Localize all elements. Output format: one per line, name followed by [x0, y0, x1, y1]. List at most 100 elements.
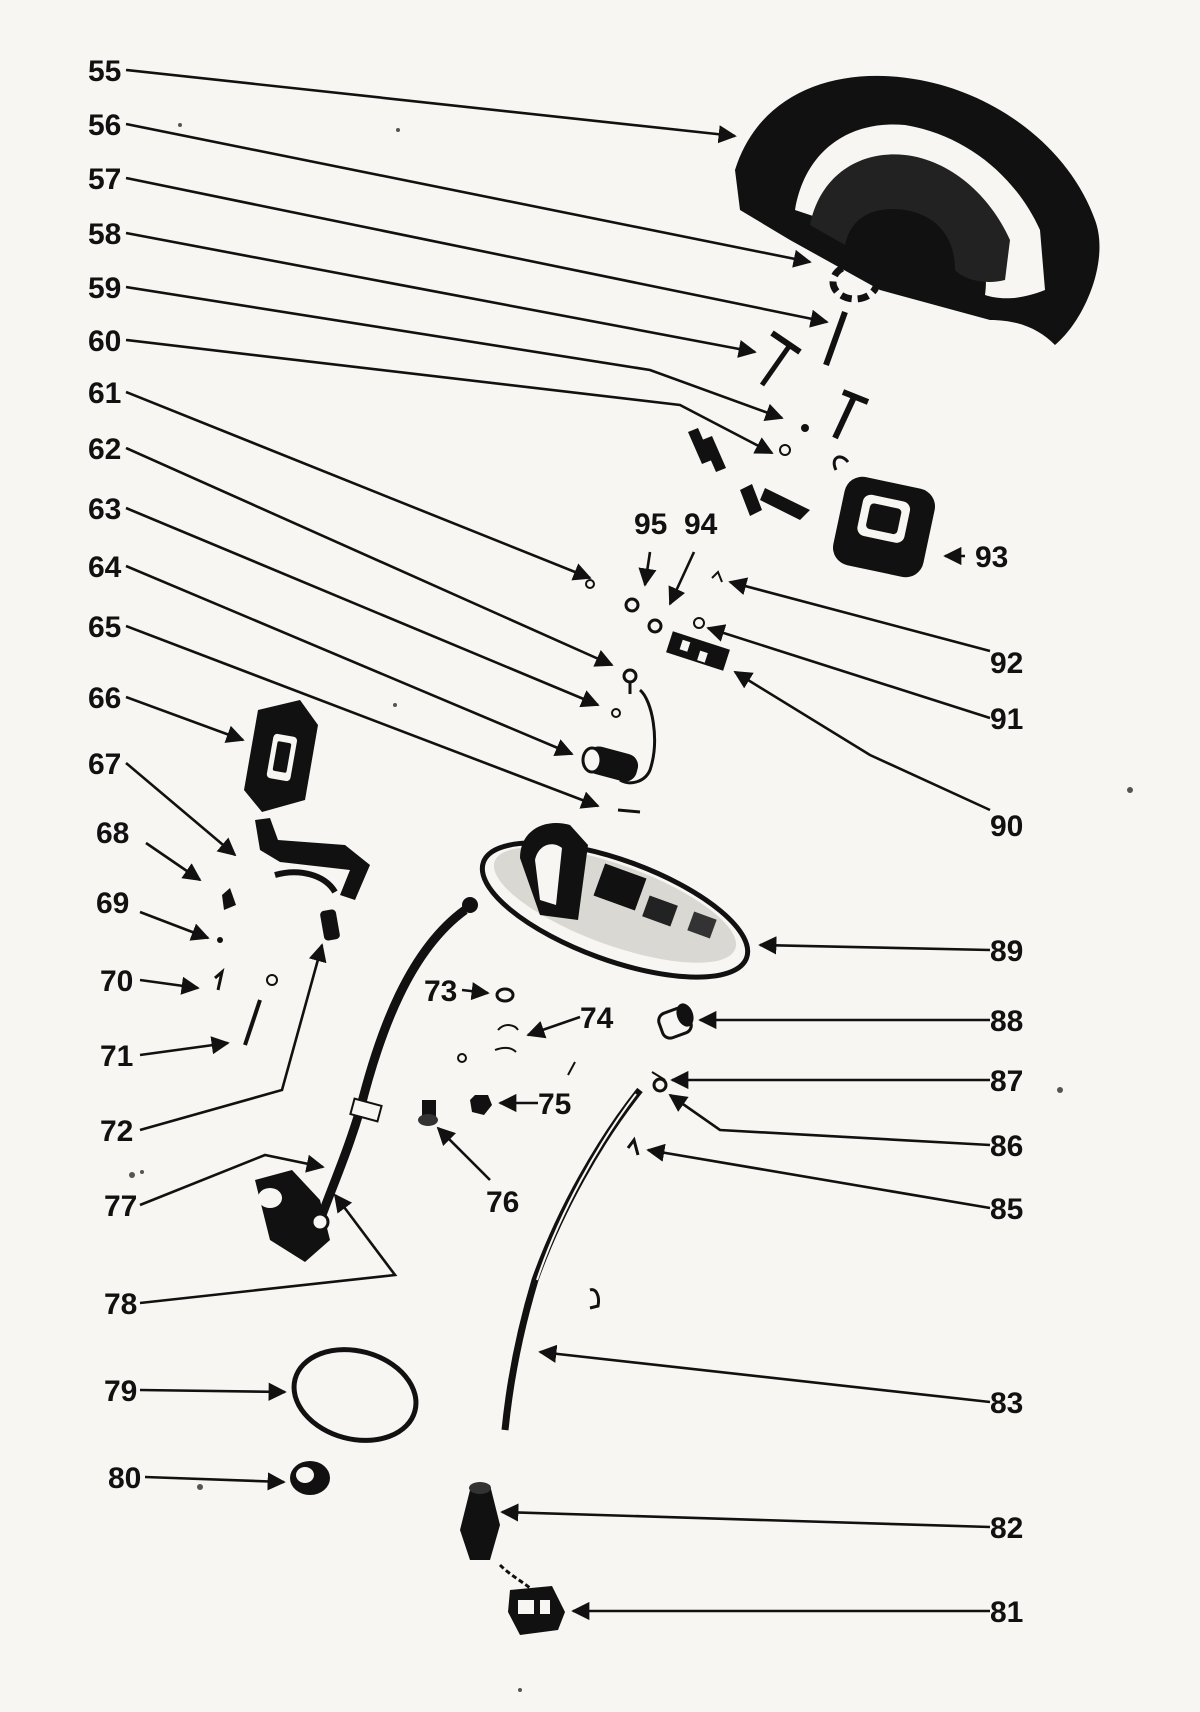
- elbow-part: [460, 1482, 531, 1590]
- washer-parts: [585, 570, 723, 634]
- callout-69: 69: [96, 887, 129, 920]
- callout-64: 64: [88, 551, 122, 584]
- motor-cover-part: [735, 75, 1100, 346]
- callout-71: 71: [100, 1040, 133, 1073]
- callout-62: 62: [88, 433, 121, 466]
- callout-61: 61: [88, 377, 121, 410]
- leader-78: [139, 1193, 398, 1305]
- callout-79: 79: [104, 1375, 137, 1408]
- callout-78: 78: [104, 1288, 137, 1321]
- leader-64: [125, 564, 574, 757]
- callout-92: 92: [990, 647, 1023, 680]
- leader-67: [125, 762, 237, 857]
- callout-94: 94: [684, 508, 718, 541]
- leader-66: [125, 695, 245, 743]
- callout-58: 58: [88, 218, 121, 251]
- right-small-parts: [626, 1071, 668, 1156]
- leader-82: [500, 1503, 991, 1529]
- leader-79: [139, 1382, 287, 1401]
- callout-91: 91: [990, 703, 1023, 736]
- lead-sleeve-part: [349, 1097, 383, 1123]
- tube-part: [501, 1087, 643, 1431]
- leader-65: [125, 624, 600, 809]
- callout-74: 74: [580, 1002, 614, 1035]
- leader-90: [733, 670, 991, 812]
- callout-81: 81: [990, 1596, 1023, 1629]
- sleeve-parts: [581, 668, 657, 814]
- leader-59: [125, 285, 784, 421]
- callout-85: 85: [990, 1193, 1023, 1226]
- o-ring-part: [291, 1347, 419, 1443]
- leader-61: [125, 390, 592, 581]
- callout-88: 88: [990, 1005, 1023, 1038]
- callout-67: 67: [88, 748, 121, 781]
- center-small-parts: [418, 987, 576, 1126]
- clip-83-part: [589, 1288, 600, 1310]
- spring-part: [320, 909, 340, 941]
- leader-77: [139, 1153, 325, 1207]
- spark-plug-cap-part: [255, 1170, 330, 1262]
- leader-94: [668, 551, 696, 606]
- leader-95: [638, 551, 657, 587]
- leader-86: [668, 1093, 991, 1147]
- leader-69: [139, 910, 210, 941]
- callout-83: 83: [990, 1387, 1023, 1420]
- coil-part: [832, 455, 936, 578]
- fitting-part: [508, 1586, 565, 1635]
- callout-80: 80: [108, 1462, 141, 1495]
- leader-55: [125, 68, 737, 144]
- terminal-block-part: [666, 631, 730, 671]
- callout-56: 56: [88, 109, 121, 142]
- leader-89: [758, 936, 991, 955]
- leader-76: [436, 1126, 491, 1181]
- rod-part: [823, 310, 848, 367]
- leader-68: [145, 841, 202, 882]
- hightension-lead-part: [317, 906, 468, 1217]
- small-screw-parts: [214, 888, 278, 1046]
- leader-85: [646, 1143, 991, 1210]
- callout-86: 86: [990, 1130, 1023, 1163]
- callout-55: 55: [88, 55, 121, 88]
- callout-68: 68: [96, 817, 129, 850]
- leader-92: [728, 577, 991, 653]
- grommet-part: [829, 261, 881, 303]
- callout-72: 72: [100, 1115, 133, 1148]
- part-illustrations: [129, 75, 1133, 1692]
- callout-77: 77: [104, 1190, 137, 1223]
- callout-87: 87: [990, 1065, 1023, 1098]
- leader-72: [139, 943, 327, 1132]
- cap-part: [244, 700, 318, 812]
- tube-part-highlight: [536, 1093, 637, 1281]
- leader-63: [125, 506, 600, 708]
- breaker-plate-part: [462, 823, 751, 980]
- leader-70: [139, 976, 200, 995]
- screw-part: [759, 330, 802, 387]
- callout-82: 82: [990, 1512, 1023, 1545]
- callout-66: 66: [88, 682, 121, 715]
- sleeve-88-part: [657, 1003, 694, 1040]
- callout-63: 63: [88, 493, 121, 526]
- callout-60: 60: [88, 325, 121, 358]
- leader-71: [139, 1036, 230, 1057]
- leader-58: [125, 231, 757, 358]
- callout-73: 73: [424, 975, 457, 1008]
- callout-76: 76: [486, 1186, 519, 1219]
- callout-57: 57: [88, 163, 121, 196]
- callout-70: 70: [100, 965, 133, 998]
- bushing-part: [290, 1461, 330, 1495]
- leader-91: [706, 624, 991, 720]
- callout-89: 89: [990, 935, 1023, 968]
- bracket-part: [255, 818, 370, 900]
- callout-90: 90: [990, 810, 1023, 843]
- leader-80: [144, 1472, 286, 1491]
- leader-62: [125, 446, 614, 667]
- leader-60: [125, 338, 774, 455]
- callout-95: 95: [634, 508, 667, 541]
- callout-75: 75: [538, 1088, 571, 1121]
- print-specks: [129, 123, 1133, 1692]
- leader-73: [461, 982, 490, 1001]
- leader-57: [125, 176, 829, 328]
- clip-parts: [688, 428, 810, 520]
